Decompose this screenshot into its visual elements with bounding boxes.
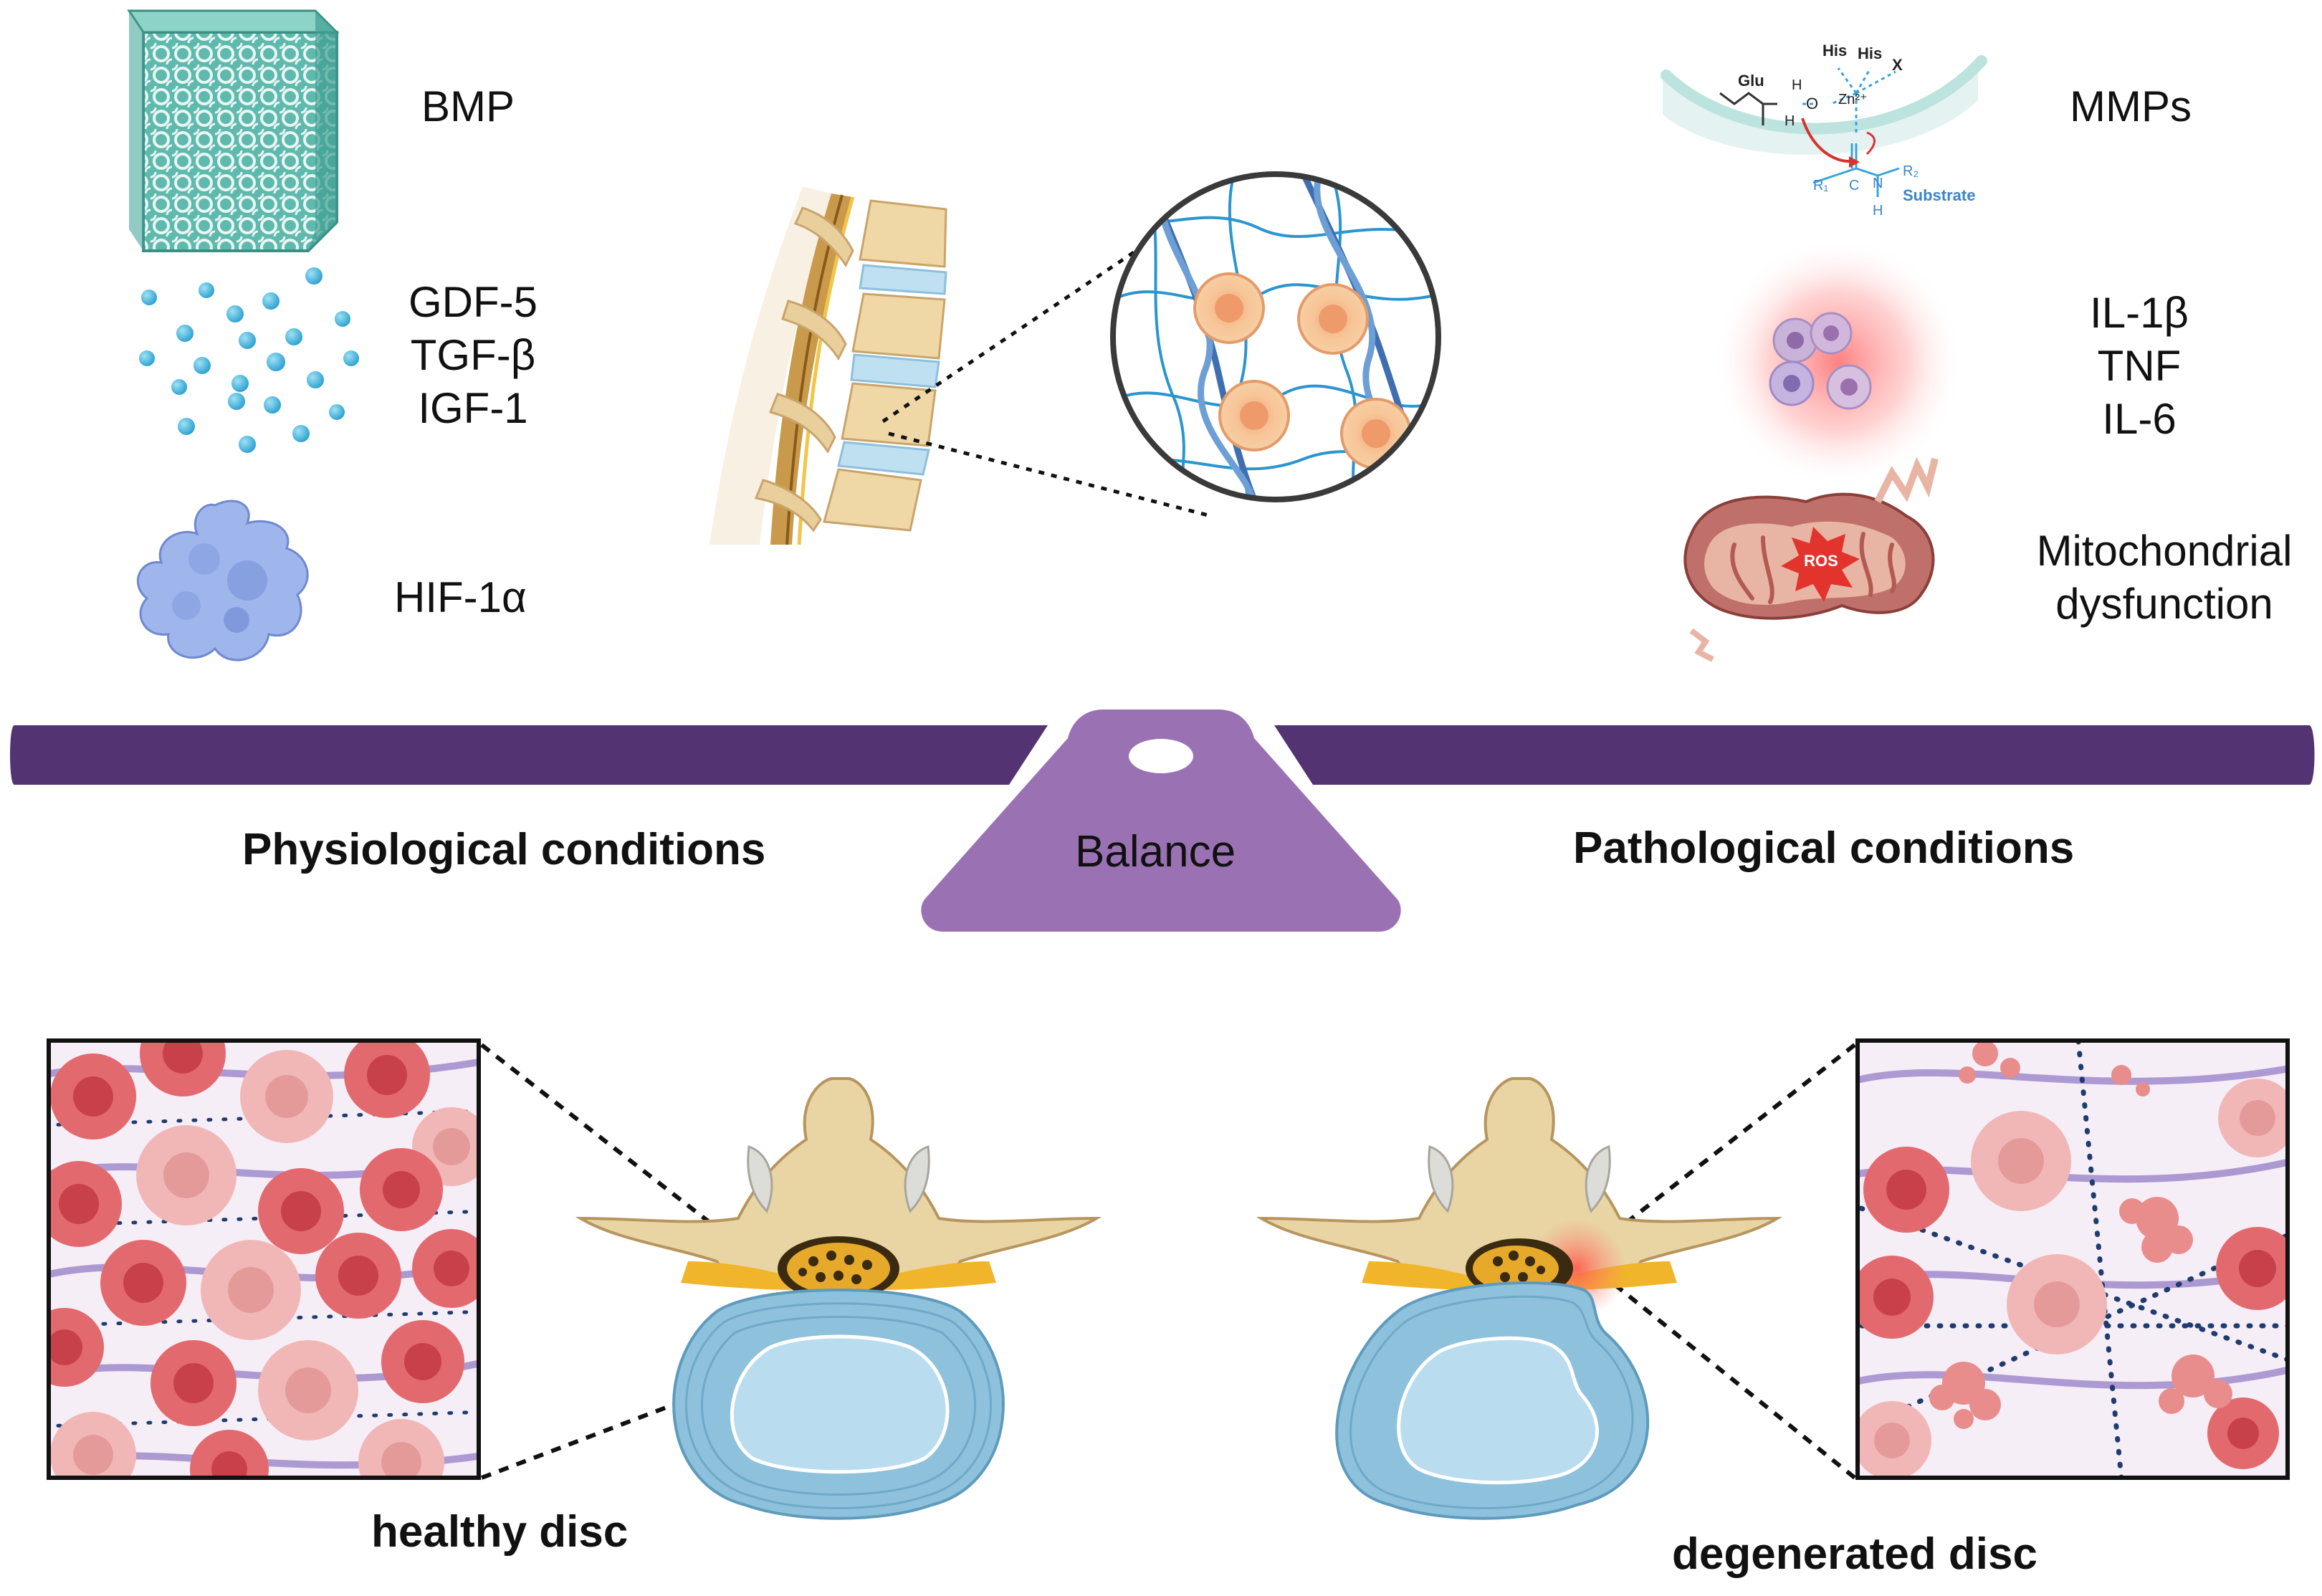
apoptotic-cells — [1929, 1041, 2232, 1429]
il1b-label: IL-1β — [2090, 289, 2189, 337]
mmp-substrate-label: Substrate — [1903, 186, 1975, 204]
degenerated-disc-label: degenerated disc — [1672, 1529, 2037, 1579]
il6-label: IL-6 — [2102, 395, 2177, 443]
beam-right — [1274, 725, 2315, 785]
gdf5-label: GDF-5 — [408, 278, 538, 326]
mmp-n-label: N — [1873, 176, 1883, 191]
bmp-scaffold-icon — [127, 9, 340, 252]
mmp-glu-label: Glu — [1738, 72, 1764, 90]
healthy-cells — [49, 1041, 479, 1478]
healthy-matrix-box — [47, 1038, 481, 1480]
igf1-label: IGF-1 — [418, 384, 528, 432]
mito-label-line1: Mitochondrial — [2036, 527, 2293, 575]
inflammatory-cells-icon — [1713, 236, 1964, 487]
balance-label: Balance — [1075, 827, 1236, 876]
zoom-line-bottom — [888, 431, 1212, 518]
fulcrum-hole — [1129, 739, 1193, 773]
healthy-vertebra — [575, 1077, 1102, 1520]
degenerated-zoom-line-bottom — [1611, 1281, 1856, 1480]
mmp-c-label: C — [1849, 178, 1859, 193]
degenerated-vertebra — [1256, 1077, 1783, 1520]
tgf-beta-label: TGF-β — [410, 331, 536, 379]
degenerated-matrix-box — [1855, 1038, 2290, 1480]
hif-protein-icon — [136, 500, 309, 661]
bmp-label: BMP — [421, 82, 515, 130]
degenerated-zoom-line-top — [1575, 1043, 1856, 1263]
mmp-h-label-1: H — [1792, 77, 1802, 93]
hif-label: HIF-1α — [394, 573, 527, 621]
mmp-his-label-2: His — [1858, 44, 1882, 62]
mmp-r2-label: R₂ — [1903, 163, 1919, 179]
mito-label: Mitochondrial dysfunction — [2007, 525, 2322, 631]
pathological-label: Pathological conditions — [1573, 823, 2075, 873]
cytokines-label: IL-1β TNF IL-6 — [2068, 287, 2211, 446]
healthy-disc-label: healthy disc — [371, 1507, 629, 1557]
mmp-x-label: X — [1892, 56, 1903, 74]
mitochondrion-icon: ROS — [1683, 457, 1939, 662]
mito-label-line2: dysfunction — [2055, 580, 2273, 628]
fulcrum — [921, 709, 1401, 932]
degenerated-cells — [1858, 1079, 2288, 1478]
beam-left — [10, 725, 1048, 785]
nucleus-zoom-circle — [1110, 171, 1441, 502]
mmp-h-label-2: H — [1784, 113, 1795, 129]
mmp-o-label: O — [1806, 95, 1818, 113]
mmp-r1-label: R₁ — [1813, 178, 1828, 193]
physiological-label: Physiological conditions — [242, 825, 766, 874]
mmp-his-label-1: His — [1822, 42, 1847, 59]
mmp-zn-label: Zn²⁺ — [1838, 92, 1868, 107]
mmp-mechanism-icon: Glu His His X H H O Zn²⁺ R₁ R₂ C N H Sub… — [1661, 42, 1987, 219]
nucleus-cells — [1193, 272, 1412, 469]
mmp-h-label-3: H — [1873, 203, 1883, 219]
ros-label: ROS — [1804, 552, 1838, 570]
tnf-label: TNF — [2097, 342, 2182, 390]
growth-factor-dots-icon — [139, 267, 359, 453]
spine-illustration — [710, 186, 947, 545]
growth-factors-label: GDF-5 TGF-β IGF-1 — [401, 276, 545, 435]
mmps-label: MMPs — [2070, 82, 2192, 130]
balance-scale — [10, 709, 2315, 932]
